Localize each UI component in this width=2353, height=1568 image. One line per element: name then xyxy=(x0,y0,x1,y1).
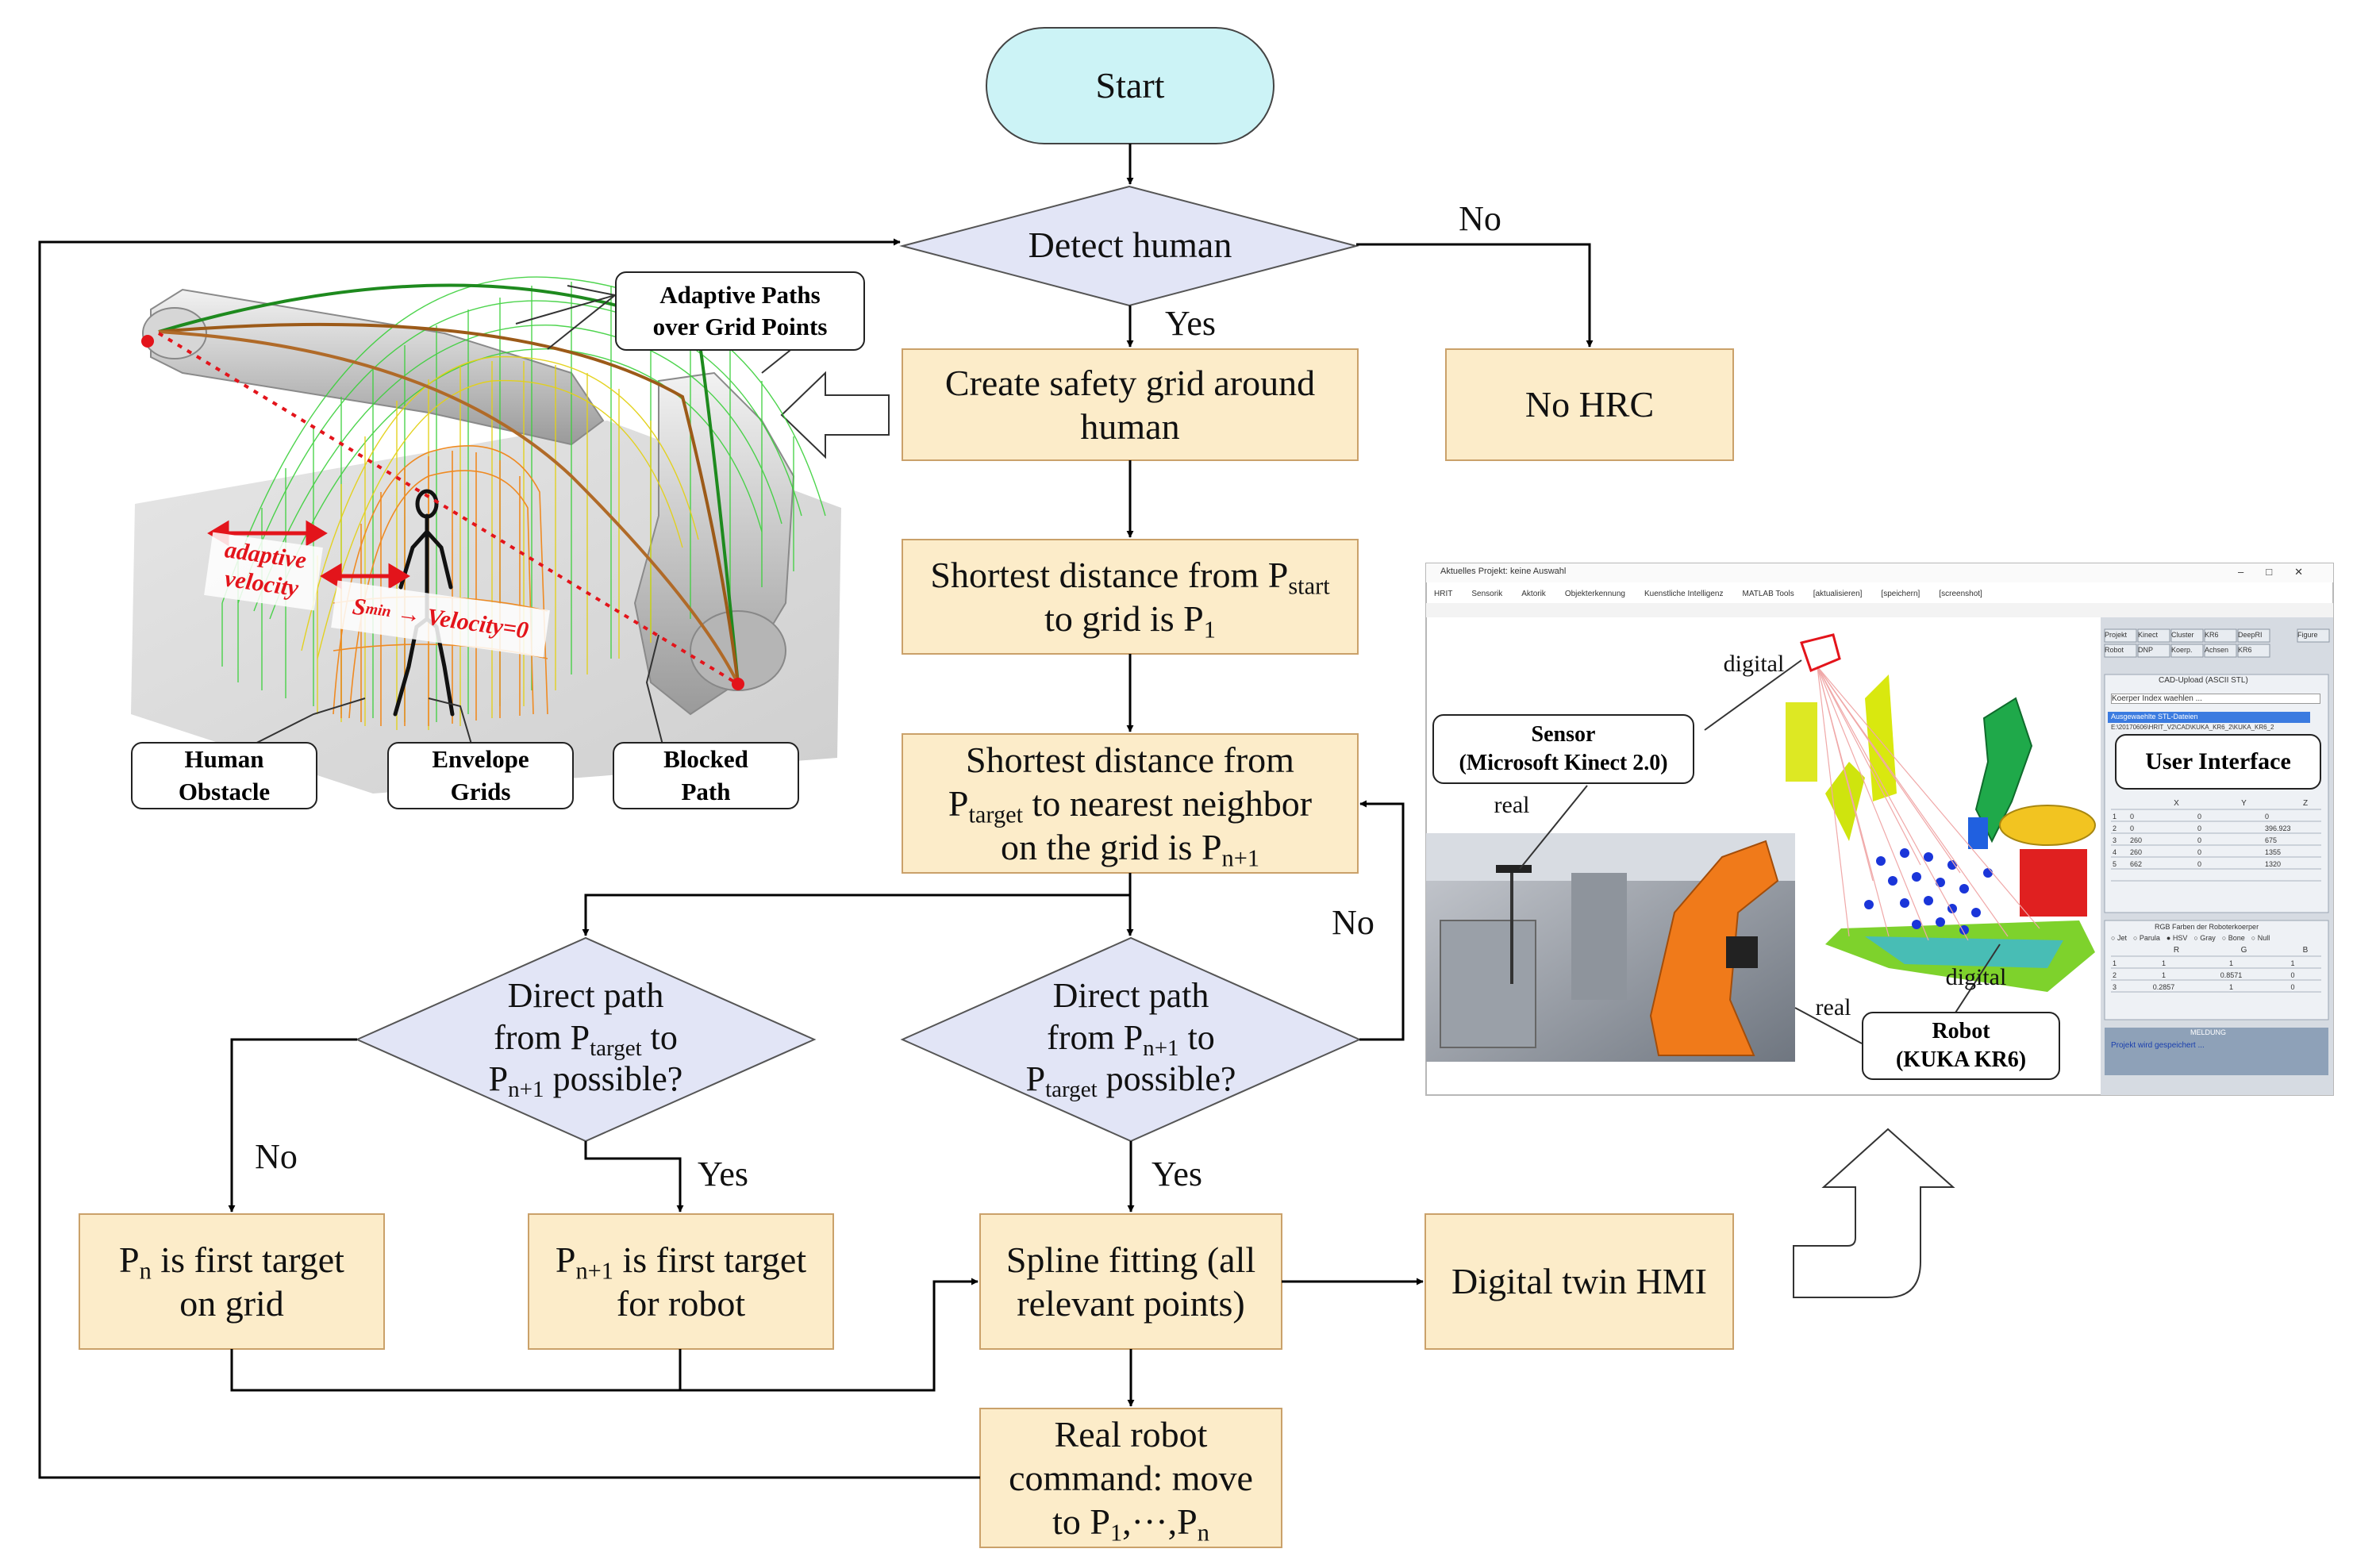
twin-message-title: MELDUNG xyxy=(2190,1028,2227,1036)
edge-label-no-top: No xyxy=(1459,198,1501,238)
real-robot-label: Real robot command: move to P1,···,Pn xyxy=(1009,1413,1253,1547)
digital-twin-label: Digital twin HMI xyxy=(1451,1261,1707,1302)
edge-label-yes-top: Yes xyxy=(1164,303,1217,343)
shortest-start-process xyxy=(902,539,1359,655)
edge-label-no-left: No xyxy=(255,1136,298,1176)
edge-left-yes xyxy=(584,1141,684,1213)
edge-label-yes-left: Yes xyxy=(697,1154,749,1193)
detect-human-decision xyxy=(899,185,1359,307)
edge-detect-nohrc xyxy=(1356,243,1594,348)
no-hrc-label: No HRC xyxy=(1524,384,1655,425)
direct-right-label: Direct path from Pn+1 to Ptarget possibl… xyxy=(1025,975,1236,1103)
twin-panel-title: CAD-Upload (ASCII STL) xyxy=(2159,676,2248,685)
real-bottom-label: real xyxy=(1815,994,1851,1020)
shortest-target-label: Shortest distance from Ptarget to neares… xyxy=(948,739,1313,872)
spline-process xyxy=(979,1213,1282,1350)
callout-user-interface: User Interface xyxy=(2115,734,2321,790)
detect-human-label: Detect human xyxy=(1028,225,1232,266)
pn-first-label: Pn is first target on grid xyxy=(119,1239,344,1324)
edge-label-yes-right: Yes xyxy=(1151,1154,1203,1193)
twin-window-title: Aktuelles Projekt: keine Auswahl xyxy=(1440,567,1567,576)
edge-label-no-right: No xyxy=(1332,902,1375,942)
digital-top-label: digital xyxy=(1723,651,1785,677)
create-grid-process xyxy=(902,348,1359,461)
direct-left-label: Direct path from Ptarget to Pn+1 possibl… xyxy=(488,975,683,1103)
twin-window-controls[interactable]: –□✕ xyxy=(2238,566,2303,578)
callout-robot: Robot(KUKA KR6) xyxy=(1862,1012,2060,1080)
pn-first-process xyxy=(79,1213,385,1350)
digital-twin-window xyxy=(1425,563,2334,1096)
safety-grid-illustration xyxy=(131,276,852,794)
direct-left-decision xyxy=(355,936,817,1143)
twin-rgb-options[interactable]: ○ Jet○ Parula● HSV○ Gray○ Bone○ Null xyxy=(2111,934,2270,942)
edge-left-no xyxy=(228,1038,357,1213)
edge-shortest2-left xyxy=(582,873,1132,936)
twin-message: Projekt wird gespeichert ... xyxy=(2111,1041,2205,1050)
twin-dropdown[interactable]: Koerper Index waehlen ... xyxy=(2111,694,2320,704)
twin-list-item[interactable]: E:\20170606\HRIT_V2\CAD\KUKA_KR6_2\KUKA_… xyxy=(2111,724,2274,731)
twin-list-item-selected[interactable]: Ausgewaehlte STL-Dateien xyxy=(2111,713,2198,721)
no-hrc-process xyxy=(1445,348,1734,461)
pn1-first-process xyxy=(528,1213,834,1350)
hollow-arrow-left xyxy=(780,371,890,459)
edge-merge-spline xyxy=(230,1278,978,1392)
start-label: Start xyxy=(1095,65,1165,106)
point-cloud-scene xyxy=(1786,633,2096,992)
edge-right-no-loop xyxy=(1359,800,1405,1041)
digital-bottom-label: digital xyxy=(1945,964,2007,990)
shortest-start-label: Shortest distance from Pstart to grid is… xyxy=(930,554,1330,644)
pn1-first-label: Pn+1 is first target for robot xyxy=(555,1239,807,1324)
edge-real-loop xyxy=(38,238,980,1479)
real-top-label: real xyxy=(1494,792,1530,818)
real-robot-process xyxy=(979,1408,1282,1548)
hollow-arrow-up xyxy=(1793,1128,1955,1298)
callout-sensor: Sensor(Microsoft Kinect 2.0) xyxy=(1432,714,1694,784)
digital-twin-process xyxy=(1424,1213,1734,1350)
twin-rgb-title: RGB Farben der Roboterkoerper xyxy=(2155,923,2259,931)
